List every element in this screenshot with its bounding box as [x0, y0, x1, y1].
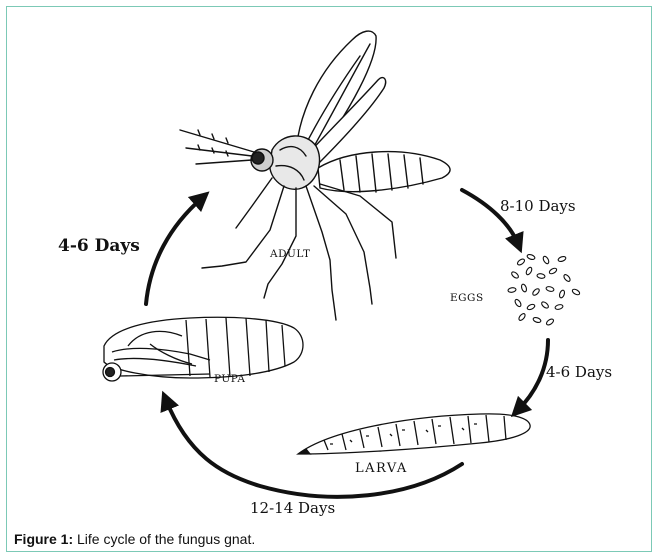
eggs-illustration [508, 254, 581, 327]
duration-adult-to-eggs: 8-10 Days [500, 197, 576, 215]
duration-pupa-to-adult: 4-6 Days [58, 236, 140, 256]
stage-label-pupa: PUPA [214, 373, 245, 385]
stage-label-eggs: EGGS [450, 292, 484, 304]
stage-label-larva: LARVA [355, 461, 408, 476]
adult-gnat-illustration [180, 31, 450, 320]
duration-eggs-to-larva: 4-6 Days [546, 363, 612, 381]
figure-caption: Figure 1: Life cycle of the fungus gnat. [14, 531, 255, 547]
stage-label-adult: ADULT [270, 248, 310, 260]
caption-label: Figure 1: [14, 531, 73, 547]
arrow-eggs-to-larva [518, 340, 548, 410]
arrow-pupa-to-adult [146, 198, 202, 304]
caption-text: Life cycle of the fungus gnat. [73, 531, 255, 547]
duration-larva-to-pupa: 12-14 Days [250, 499, 335, 517]
larva-illustration [298, 414, 530, 454]
pupa-illustration [103, 317, 303, 381]
